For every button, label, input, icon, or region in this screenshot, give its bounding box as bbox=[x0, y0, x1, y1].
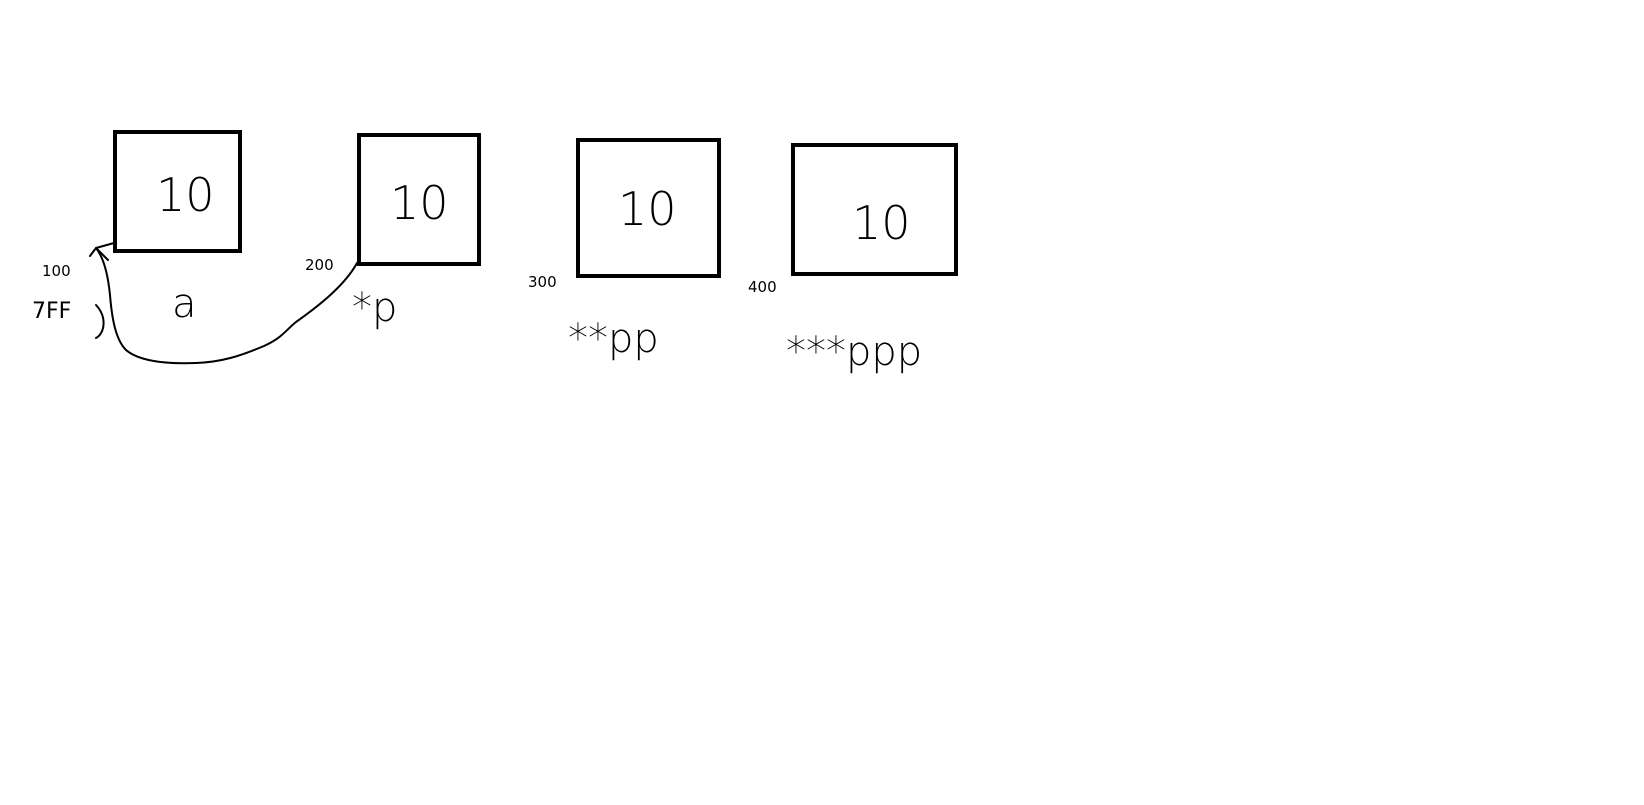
variable-name-ppp: ***ppp bbox=[786, 329, 922, 375]
variable-name-pp: **pp bbox=[568, 316, 659, 362]
memory-box-pp bbox=[576, 138, 721, 278]
memory-cell-a: 10 a 100 bbox=[42, 130, 242, 327]
value-label-ppp: 10 bbox=[852, 196, 911, 250]
memory-cell-ppp: 10 ***ppp 400 bbox=[748, 143, 958, 375]
address-label-a: 100 bbox=[42, 262, 71, 280]
address-label-p: 200 bbox=[305, 256, 334, 274]
annotation-tick bbox=[95, 304, 105, 339]
memory-box-ppp bbox=[791, 143, 958, 276]
memory-box-p bbox=[357, 133, 481, 266]
pointer-arrow bbox=[95, 247, 358, 365]
memory-cell-p: 10 *p 200 bbox=[305, 133, 481, 331]
value-label-pp: 10 bbox=[618, 182, 677, 236]
address-label-pp: 300 bbox=[528, 273, 557, 291]
memory-box-a bbox=[113, 130, 242, 253]
memory-cell-pp: 10 **pp 300 bbox=[528, 138, 721, 362]
value-label-p: 10 bbox=[390, 176, 449, 230]
address-label-ppp: 400 bbox=[748, 278, 777, 296]
variable-name-a: a bbox=[172, 281, 197, 327]
annotation-label: 7FF bbox=[32, 299, 71, 324]
arrow-head-icon bbox=[89, 242, 115, 261]
variable-name-p: *p bbox=[352, 285, 397, 331]
value-label-a: 10 bbox=[156, 168, 215, 222]
